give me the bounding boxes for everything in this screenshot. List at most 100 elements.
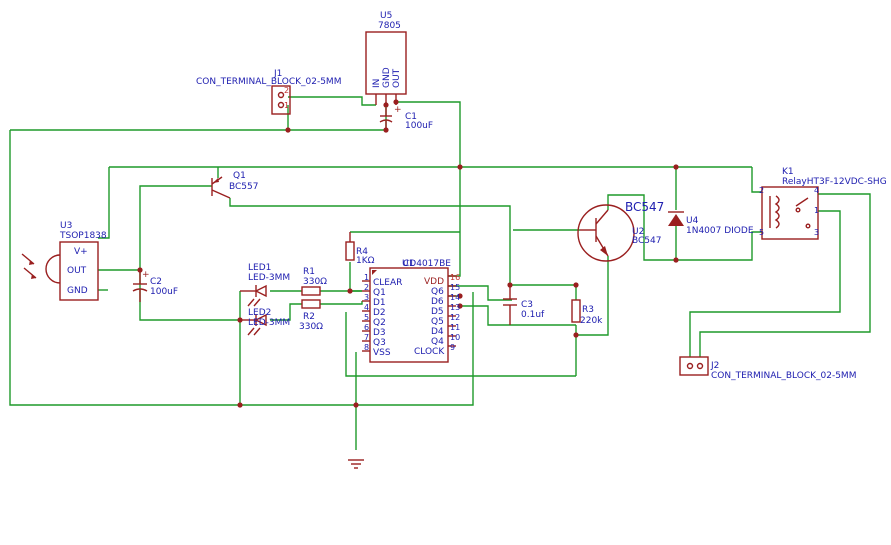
u4-ref: U4	[686, 216, 699, 226]
junctions	[137, 99, 679, 408]
r2-resistor[interactable]: R2 330Ω	[299, 299, 323, 332]
led1-light-ray-icon	[253, 298, 261, 307]
u1-pin-name: CLEAR	[373, 278, 402, 288]
u1-pin-name: Q1	[373, 288, 386, 298]
junction-dot	[347, 288, 353, 294]
j2-terminal-block[interactable]: J2 CON_TERMINAL_BLOCK_02-5MM	[679, 356, 856, 381]
u3-ref: U3	[60, 221, 72, 231]
led1-value: LED-3MM	[248, 273, 290, 283]
u2-transistor[interactable]: BC547 U2 BC547	[577, 200, 664, 262]
u1-pin1-marker-icon	[372, 270, 377, 275]
junction-dot	[457, 164, 463, 170]
led2-value: LED-3MM	[248, 318, 290, 328]
u2-ref: U2	[632, 227, 644, 237]
u1-pin-name: CLOCK	[414, 347, 445, 357]
j2-pin1-circle	[696, 362, 704, 370]
u3-body	[59, 241, 99, 301]
r1-value: 330Ω	[303, 277, 327, 287]
c1-capacitor[interactable]: + C1 100uF	[379, 105, 433, 131]
u1-right-pins: 16 15 14 13 12 11 10 9 VDD Q6 D6 D5 Q5 D…	[414, 273, 460, 357]
wire-q1-collector	[229, 198, 511, 285]
u5-pin-gnd-label: GND	[382, 67, 392, 88]
r1-resistor[interactable]: R1 330Ω	[301, 267, 327, 296]
u1-pin-number: 1	[364, 273, 369, 282]
j1-pin2-circle	[277, 91, 285, 99]
u3-pin-out: OUT	[67, 266, 87, 276]
q1-ref: Q1	[233, 171, 246, 181]
led1[interactable]: LED1 LED-3MM	[240, 263, 290, 307]
r1-ref: R1	[303, 267, 315, 277]
u5-ref: U5	[380, 11, 392, 21]
u4-diode[interactable]: U4 1N4007 DIODE	[668, 211, 754, 236]
wire-u2-collector	[607, 194, 762, 261]
j1-pin1-number: 1	[284, 101, 289, 110]
u1-left-pins: 1 2 3 4 5 6 7 8 CLEAR Q1 D1 D2 Q2 D3 Q3 …	[362, 273, 402, 358]
k1-relay[interactable]: 2 4 1 5 3 K1 RelayHT3F-12VDC-SHG	[759, 167, 887, 240]
q1-transistor[interactable]: Q1 BC557	[211, 171, 258, 199]
junction-dot	[673, 257, 679, 263]
u1-pin-name: D2	[373, 308, 386, 318]
wire-led2-r2	[270, 303, 302, 321]
u2-arrow-icon	[600, 246, 608, 256]
u1-pin-number: 14	[450, 293, 460, 302]
c3-capacitor[interactable]: C3 0.1uf	[503, 287, 545, 325]
c2-plate-bottom	[132, 288, 148, 292]
r4-ref: R4	[356, 247, 368, 257]
k1-coil-icon	[774, 195, 780, 229]
led2[interactable]: LED2 LED-3MM	[240, 308, 290, 336]
u1-pin-number: 10	[450, 333, 460, 342]
wire-c3-r3-top	[512, 284, 577, 300]
led2-light-ray-icon	[247, 327, 255, 336]
j1-pin1-circle	[277, 101, 285, 109]
c2-capacitor[interactable]: + C2 100uF	[132, 270, 178, 302]
q1-collector-leg	[211, 189, 231, 199]
k1-switch-arm	[795, 197, 809, 207]
r3-resistor[interactable]: R3 220k	[571, 299, 603, 326]
j1-ref: J1	[273, 69, 282, 79]
j2-value: CON_TERMINAL_BLOCK_02-5MM	[711, 371, 856, 381]
u5-regulator[interactable]: IN GND OUT U5 7805	[365, 11, 407, 105]
u1-pin-number: 9	[450, 343, 455, 352]
u1-pin-name: VSS	[373, 348, 391, 358]
wire-q1-base-c2	[139, 185, 240, 321]
u1-pin-name: Q2	[373, 318, 386, 328]
u2-circle	[577, 204, 635, 262]
r4-body	[345, 241, 355, 261]
u1-decade-counter[interactable]: U1 CD4017BE 1 2 3 4 5 6 7 8 CLEAR Q1 D1 …	[362, 259, 460, 363]
u1-pin-name: D1	[373, 298, 386, 308]
u3-ir-receiver[interactable]: V+ OUT GND U3 TSOP1838	[21, 221, 107, 301]
junction-dot	[237, 402, 243, 408]
k1-contact-nc	[805, 223, 811, 229]
j2-body	[679, 356, 709, 376]
u3-ir-arrow-icon	[29, 260, 34, 265]
u1-pin-number: 2	[364, 283, 369, 292]
u1-pin-name: Q5	[431, 317, 444, 327]
u1-pin-number: 12	[450, 313, 460, 322]
k1-pin-number: 1	[814, 206, 819, 215]
junction-dot	[673, 164, 679, 170]
u1-pin-name: Q6	[431, 287, 444, 297]
k1-value: RelayHT3F-12VDC-SHG	[782, 177, 887, 187]
u2-collector-leg	[595, 209, 609, 225]
led1-light-ray-icon	[247, 298, 255, 307]
r4-resistor[interactable]: R4 1KΩ	[345, 232, 375, 266]
wire-r2-d1	[320, 301, 363, 305]
r2-ref: R2	[303, 312, 315, 322]
wire-u5-out	[396, 101, 461, 167]
led1-triangle	[254, 284, 267, 298]
junction-dot	[573, 282, 579, 288]
u2-label: BC547	[625, 200, 664, 214]
wire-u3-vplus	[98, 167, 110, 239]
j1-terminal-block[interactable]: 2 1 J1 CON_TERMINAL_BLOCK_02-5MM	[196, 69, 341, 115]
c2-ref: C2	[150, 277, 162, 287]
junction-dot	[457, 293, 463, 299]
c3-ref: C3	[521, 300, 533, 310]
wire-r4-q1	[349, 262, 362, 292]
led2-ref: LED2	[248, 308, 271, 318]
led2-triangle	[254, 313, 267, 327]
ground-symbol-icon	[348, 459, 364, 469]
u1-pin-name: D6	[431, 297, 444, 307]
r3-body	[571, 299, 581, 323]
u3-pin-vplus: V+	[74, 247, 88, 257]
